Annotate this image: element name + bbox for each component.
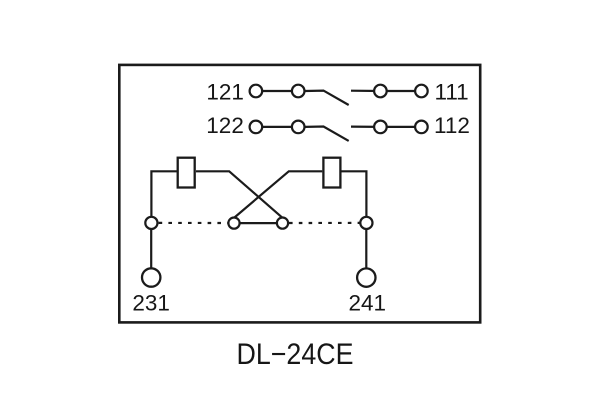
svg-text:241: 241 bbox=[349, 291, 387, 316]
svg-text:121: 121 bbox=[206, 80, 244, 105]
svg-text:122: 122 bbox=[206, 113, 244, 138]
svg-text:231: 231 bbox=[132, 291, 170, 316]
svg-text:111: 111 bbox=[435, 80, 469, 105]
svg-text:112: 112 bbox=[434, 113, 470, 138]
svg-text:DL−24CE: DL−24CE bbox=[237, 338, 354, 371]
